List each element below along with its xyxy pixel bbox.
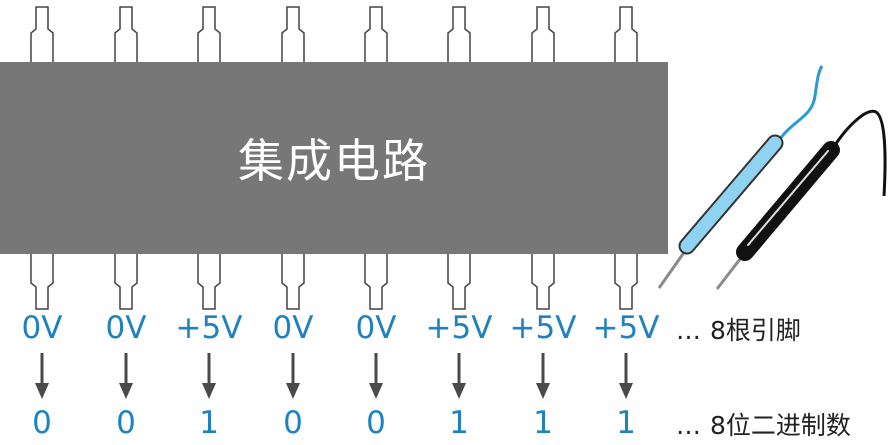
pin-bit: 0 [116,405,136,441]
pin-bit: 1 [199,405,219,441]
pin-voltage: +5V [425,310,493,346]
blue-probe-wire [776,65,824,143]
arrow-head [119,383,133,399]
binary-note: … 8位二进制数 [676,406,851,442]
top-pin [447,6,471,63]
pin-voltage: 0V [105,310,147,346]
pin-voltage: +5V [509,310,577,346]
bottom-pin [364,253,388,310]
binary-note-ellipsis: … [676,411,702,440]
pins-note-text: 8根引脚 [710,316,801,345]
pin-bit: 0 [366,405,386,441]
bottom-pin [614,253,638,310]
binary-note-text: 8位二进制数 [710,411,851,440]
arrow-head [619,383,633,399]
arrows [35,353,633,399]
top-pin [197,6,221,63]
top-pin [281,6,305,63]
black-probe-highlight [747,150,829,246]
arrow-head [536,383,550,399]
pin-voltage: 0V [272,310,314,346]
chip-body [0,62,668,254]
pin-voltage: 0V [21,310,63,346]
arrow-head [202,383,216,399]
pin-voltage: +5V [592,310,660,346]
pins-note: … 8根引脚 [676,311,801,347]
top-pin [531,6,555,63]
black-probe [715,109,887,290]
bottom-pin [531,253,555,310]
top-pin [30,6,54,63]
bottom-pin [197,253,221,310]
bottom-pins [30,253,638,310]
arrow-head [286,383,300,399]
bottom-pin [114,253,138,310]
bottom-pin [30,253,54,310]
blue-probe [657,65,824,289]
top-pin [364,6,388,63]
bottom-pin [281,253,305,310]
arrow-head [35,383,49,399]
top-pin [614,6,638,63]
black-probe-body [736,141,840,261]
pin-bit: 1 [533,405,553,441]
arrow-head [452,383,466,399]
pin-bit: 0 [32,405,52,441]
pins-note-ellipsis: … [676,316,702,345]
top-pins [30,6,638,63]
top-pin [114,6,138,63]
bottom-pin [447,253,471,310]
pin-bit: 1 [616,405,636,441]
pin-voltage: +5V [175,310,243,346]
pin-voltage: 0V [355,310,397,346]
pin-bit: 0 [283,405,303,441]
pin-bit: 1 [449,405,469,441]
arrow-head [369,383,383,399]
blue-probe-body-fill [680,136,782,253]
black-probe-wire [831,109,887,197]
